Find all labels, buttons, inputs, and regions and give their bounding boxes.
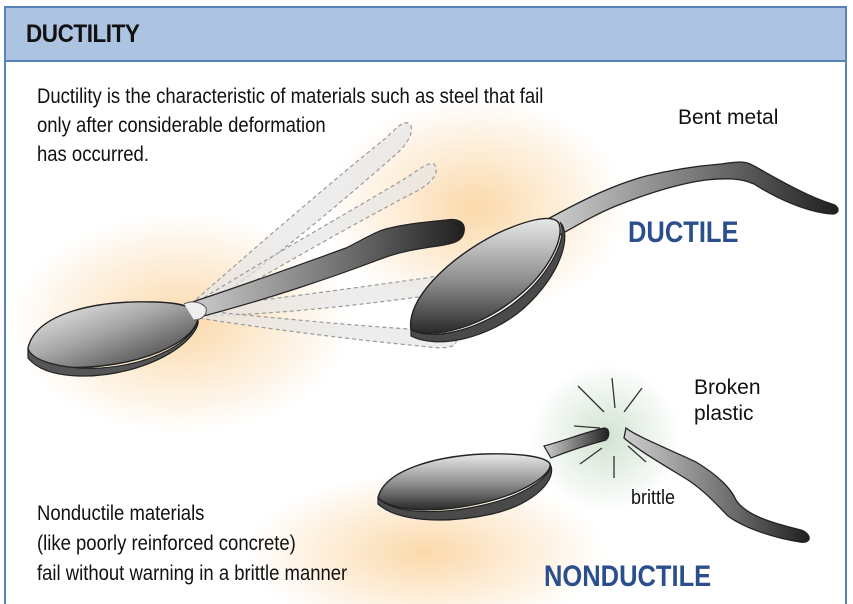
bent-metal-label: Bent metal <box>678 106 778 130</box>
ductility-panel: DUCTILITY <box>4 6 847 604</box>
caption-line-2: (like poorly reinforced concrete) <box>37 529 296 559</box>
caption-line-1: Nonductile materials <box>37 499 204 529</box>
caption-line-3: fail without warning in a brittle manner <box>37 559 347 589</box>
broken-label-line-2: plastic <box>694 402 754 426</box>
nonductile-heading: NONDUCTILE <box>544 560 711 594</box>
intro-line-1: Ductility is the characteristic of mater… <box>37 82 543 112</box>
ductile-heading: DUCTILE <box>628 216 739 250</box>
brittle-label: brittle <box>631 486 675 510</box>
broken-label-line-1: Broken <box>694 376 761 400</box>
intro-line-3: has occurred. <box>37 140 149 170</box>
intro-line-2: only after considerable deformation <box>37 111 326 141</box>
